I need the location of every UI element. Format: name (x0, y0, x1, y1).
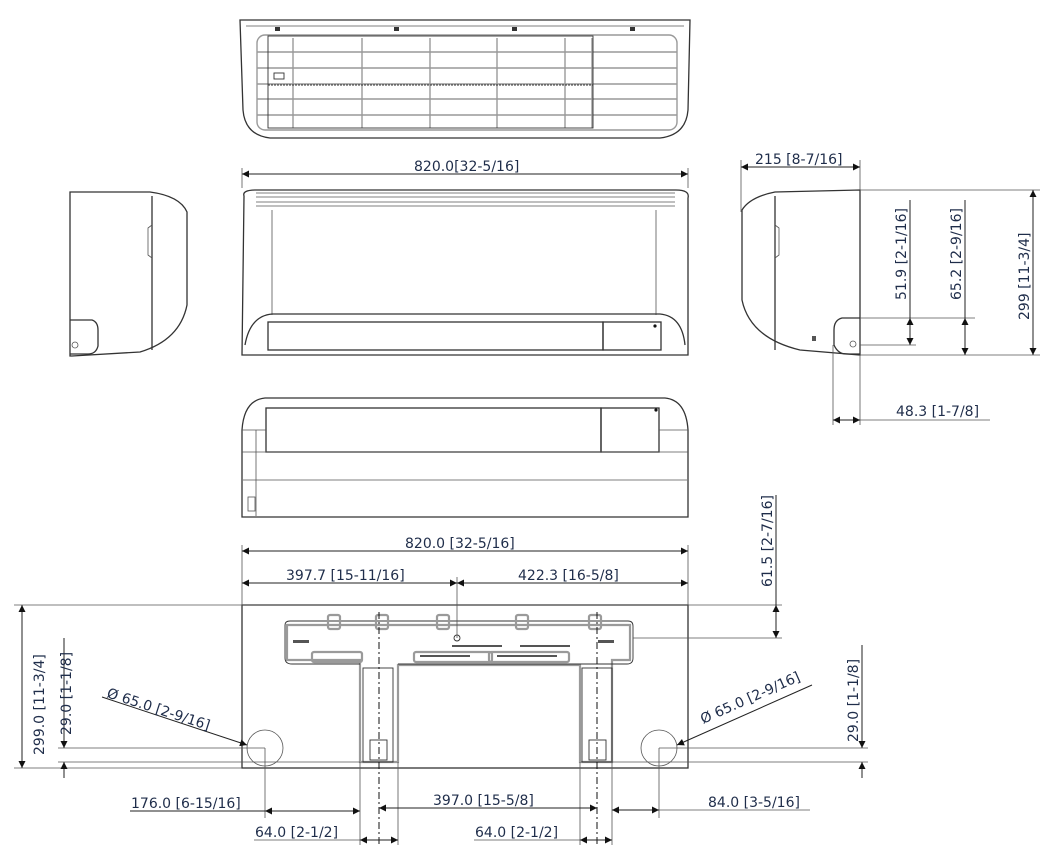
side-depth-label: 215 [8-7/16] (755, 152, 843, 168)
plate-top-offset-dimension: 61.5 [2-7/16] (14, 495, 782, 639)
right-hole-dimensions: 29.0 [1-1/8] Ø 65.0 [2-9/16] (612, 645, 868, 778)
front-view (241, 189, 689, 356)
side-pipe-offset-dimension: 48.3 [1-7/8] (832, 345, 990, 425)
unit-height-label: 299.0 [11-3/4] (32, 654, 48, 755)
side-depth-dimension: 215 [8-7/16] (740, 152, 861, 212)
plate-left-to-center-label: 397.7 [15-11/16] (286, 568, 405, 584)
plate-width-dimensions: 820.0 [32-5/16] 397.7 [15-11/16] 422.3 [… (241, 536, 689, 638)
front-width-label: 820.0[32-5/16] (414, 159, 519, 175)
side-height-dimensions: 51.9 [2-1/16] 65.2 [2-9/16] 299 [11-3/4] (860, 189, 1040, 356)
bottom-dimensions: 176.0 [6-15/16] 397.0 [15-5/8] 84.0 [3-5… (130, 748, 810, 845)
side-height-label: 299 [11-3/4] (1017, 233, 1033, 321)
wall-plate-view (241, 604, 689, 845)
side-pipe-height-2-label: 65.2 [2-9/16] (949, 208, 965, 300)
hole-height-left-label: 29.0 [1-1/8] (59, 652, 75, 735)
plate-center-to-right-label: 422.3 [16-5/8] (518, 568, 619, 584)
plate-top-offset-label: 61.5 [2-7/16] (760, 495, 776, 587)
bracket-spacing-label: 397.0 [15-5/8] (433, 793, 534, 809)
hole-diameter-right-label: Ø 65.0 [2-9/16] (698, 669, 803, 727)
hole-right-offset-label: 84.0 [3-5/16] (708, 795, 800, 811)
left-side-view (69, 191, 188, 357)
bracket-width-left-label: 64.0 [2-1/2] (255, 825, 338, 841)
plate-total-width-label: 820.0 [32-5/16] (405, 536, 515, 552)
left-height-dimensions: 299.0 [11-3/4] 29.0 [1-1/8] Ø 65.0 [2-9/… (14, 605, 360, 778)
hole-diameter-left-label: Ø 65.0 [2-9/16] (105, 686, 212, 734)
right-side-view (741, 189, 861, 356)
side-pipe-height-1-label: 51.9 [2-1/16] (894, 208, 910, 300)
side-pipe-offset-label: 48.3 [1-7/8] (896, 404, 979, 420)
bottom-view (241, 397, 689, 518)
hole-left-offset-label: 176.0 [6-15/16] (131, 796, 241, 812)
bracket-width-right-label: 64.0 [2-1/2] (475, 825, 558, 841)
hole-height-right-label: 29.0 [1-1/8] (846, 659, 862, 742)
front-width-dimension: 820.0[32-5/16] (241, 159, 689, 188)
top-view (239, 19, 691, 139)
